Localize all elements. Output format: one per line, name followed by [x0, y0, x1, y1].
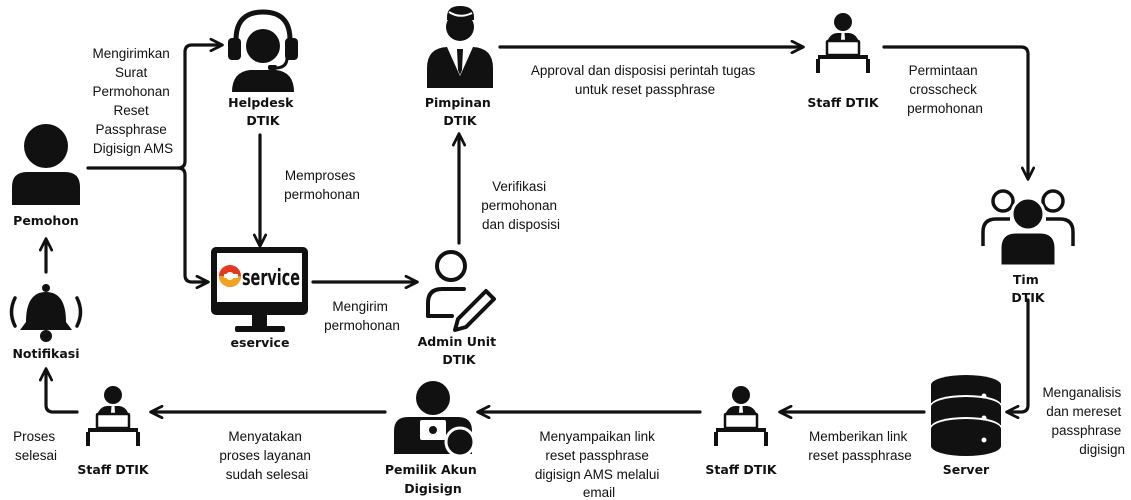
eservice-logo: e service: [219, 265, 300, 291]
label-staff-top: Staff DTIK: [807, 95, 879, 110]
label-pemilik: Pemilik Akun Digisign: [385, 462, 481, 496]
label-staff-mid: Staff DTIK: [705, 462, 777, 477]
edge-label-menyampaikan: Menyampaikan link reset passphrase digis…: [535, 429, 663, 500]
edge-label-memberikan: Memberikan link reset passphrase: [808, 429, 912, 463]
bell-icon: [9, 284, 83, 342]
edge-label-proses-selesai: Proses selesai: [13, 429, 59, 463]
edge-staff-tim: [882, 45, 1036, 181]
connectors: [38, 37, 1036, 420]
edge-tim-server: [1005, 298, 1030, 420]
label-staff-left: Staff DTIK: [77, 462, 149, 477]
edge-label-mengirim: Mengirim permohonan: [324, 299, 400, 333]
edge-label-menganalisis: Menganalisis dan mereset passphrase digi…: [1042, 385, 1125, 457]
staff-desk-icon: [84, 384, 142, 448]
user-icon: [12, 124, 80, 205]
account-owner-icon: [394, 381, 476, 458]
label-pimpinan: Pimpinan DTIK: [425, 95, 495, 128]
eservice-logo-word: service: [242, 266, 300, 291]
edge-label-permintaan: Permintaan crosscheck permohonan: [907, 63, 983, 116]
edge-label-approval: Approval dan disposisi perintah tugas un…: [531, 63, 759, 97]
label-server: Server: [943, 462, 990, 477]
headset-agent-icon: [228, 9, 298, 92]
edge-label-memproses: Memproses permohonan: [284, 168, 360, 202]
staff-desk-icon: [814, 11, 872, 75]
team-icon: [981, 189, 1075, 268]
staff-desk-icon: [712, 384, 770, 448]
label-notifikasi: Notifikasi: [12, 346, 79, 361]
database-icon: [931, 375, 1001, 456]
label-helpdesk: Helpdesk DTIK: [228, 95, 298, 128]
label-tim: Tim DTIK: [1011, 272, 1046, 305]
edge-label-kirim-surat: Mengirimkan Surat Permohonan Reset Passp…: [92, 46, 173, 156]
monitor-icon: [211, 247, 308, 332]
label-eservice: eservice: [231, 335, 290, 350]
edge-staff-notifikasi: [38, 367, 79, 414]
edge-pemohon-eservice: [176, 166, 210, 290]
edge-label-verifikasi: Verifikasi permohonan dan disposisi: [481, 179, 561, 232]
businessman-icon: [427, 6, 493, 88]
label-pemohon: Pemohon: [13, 213, 79, 228]
edge-label-menyatakan: Menyatakan proses layanan sudah selesai: [219, 429, 314, 482]
label-admin-unit: Admin Unit DTIK: [418, 334, 501, 367]
user-edit-icon: [426, 250, 496, 332]
